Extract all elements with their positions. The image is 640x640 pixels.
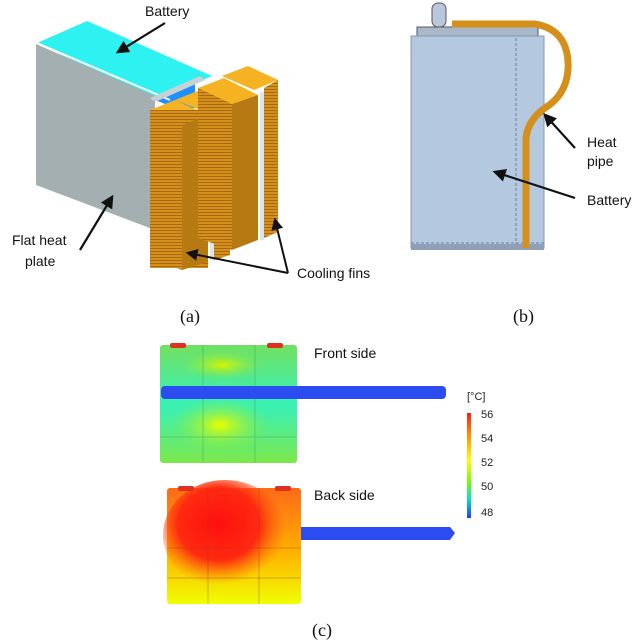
heat-pipe-arrow [543, 113, 576, 149]
flat-heat-plate [36, 44, 155, 230]
label-front-side: Front side [314, 345, 376, 361]
front-side-thermal-map [160, 343, 446, 463]
caption-c: (c) [312, 620, 332, 640]
caption-a: (a) [180, 306, 200, 327]
label-flat-heat-plate-2: plate [25, 253, 56, 269]
panel-a: Battery Flat heat plate Cooling fins (a) [12, 3, 370, 327]
battery-arrow-b [492, 168, 576, 200]
label-heat-pipe-2: pipe [587, 153, 614, 169]
flat-heat-plate-arrow [79, 194, 114, 251]
label-heat-pipe-1: Heat [587, 134, 617, 150]
colorbar-unit: [°C] [467, 391, 485, 403]
battery-body [410, 35, 545, 249]
cooling-fins-arrow-right [271, 217, 289, 274]
label-battery-b: Battery [587, 192, 631, 208]
label-cooling-fins: Cooling fins [297, 265, 370, 281]
temperature-colorbar: [°C] 56 54 52 50 48 [467, 391, 493, 519]
colorbar-tick-50: 50 [481, 481, 493, 493]
cooling-fins-arrow-left [185, 248, 289, 274]
colorbar-tick-48: 48 [481, 507, 493, 519]
front-terminal-left [170, 343, 186, 348]
heat-pipe [452, 20, 572, 248]
panel-c: Front side Back side [°C] 56 54 52 50 48 [160, 343, 493, 640]
back-side-thermal-map [163, 480, 455, 604]
front-terminal-right [267, 343, 283, 348]
battery-arrow [115, 22, 166, 54]
colorbar-tick-52: 52 [481, 457, 493, 469]
colorbar-tick-56: 56 [481, 409, 493, 421]
battery-terminal [431, 2, 447, 28]
back-heat-pipe [301, 527, 455, 540]
label-back-side: Back side [314, 487, 375, 503]
colorbar-tick-54: 54 [481, 433, 493, 445]
front-heat-pipe [161, 386, 446, 399]
label-flat-heat-plate-1: Flat heat [12, 232, 67, 248]
caption-b: (b) [513, 306, 534, 327]
back-terminal-right [275, 486, 291, 491]
panel-b: Heat pipe Battery (b) [410, 2, 631, 327]
battery-top-face [37, 21, 212, 100]
colorbar-gradient [467, 413, 471, 518]
label-battery-a: Battery [145, 3, 189, 19]
cooling-fin-block-back [198, 66, 278, 250]
back-terminal-left [178, 486, 194, 491]
